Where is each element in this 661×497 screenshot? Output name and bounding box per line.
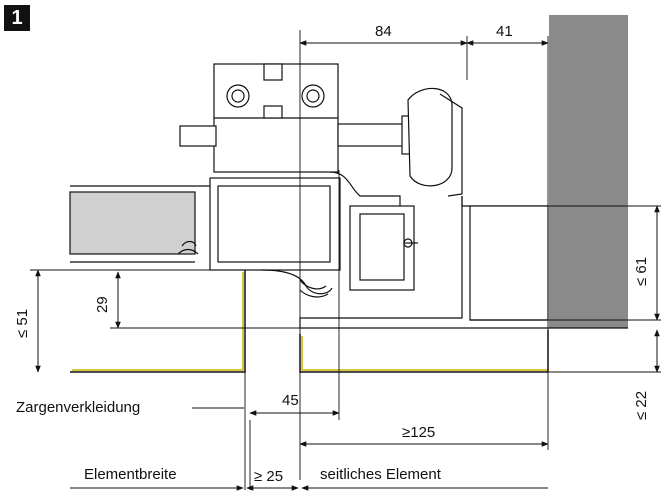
dimension-25: ≥ 25 (254, 468, 284, 485)
masonry-wall (549, 15, 628, 328)
dimension-51: ≤ 51 (14, 308, 31, 338)
dimension-lines (35, 40, 660, 491)
dimension-45: 45 (282, 392, 299, 409)
extension-lines (30, 30, 661, 490)
dimension-29: 29 (94, 296, 111, 313)
dimension-125: ≥125 (402, 424, 436, 441)
left-panel-element (69, 185, 215, 263)
figure-number-badge: 1 (4, 5, 30, 31)
side-frame (299, 196, 628, 329)
dimension-41: 41 (496, 23, 513, 40)
frame-profile (177, 63, 463, 298)
dimension-84: 84 (375, 23, 392, 40)
label-zargenverkleidung: Zargenverkleidung (16, 399, 141, 416)
dimension-22: ≤ 22 (633, 390, 650, 420)
label-seitliches-element: seitliches Element (320, 466, 441, 483)
label-elementbreite: Elementbreite (84, 466, 177, 483)
dimension-61: ≤ 61 (633, 256, 650, 286)
